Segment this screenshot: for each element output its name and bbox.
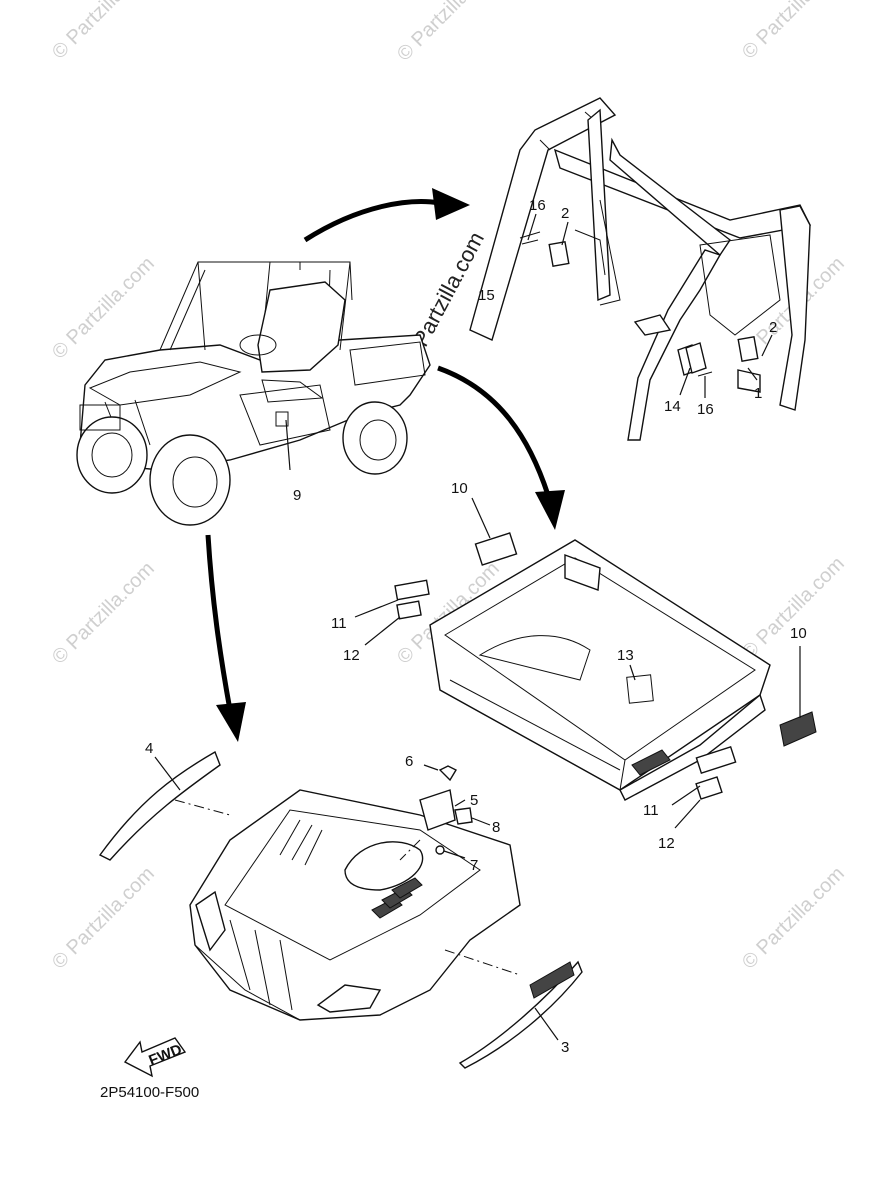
watermark: © Partzilla.com bbox=[738, 863, 849, 974]
callout-16: 16 bbox=[697, 401, 714, 418]
callout-13: 13 bbox=[617, 647, 634, 664]
callout-11: 11 bbox=[331, 615, 347, 632]
callout-16: 16 bbox=[529, 197, 546, 214]
decal-4-stripe bbox=[98, 750, 221, 861]
callout-2: 2 bbox=[561, 205, 569, 222]
callout-3: 3 bbox=[561, 1039, 569, 1056]
watermark: © Partzilla.com bbox=[48, 253, 159, 364]
callout-7: 7 bbox=[470, 857, 478, 874]
fwd-indicator: FWD bbox=[123, 1037, 187, 1078]
callout-12: 12 bbox=[343, 647, 360, 664]
callout-1: 1 bbox=[754, 385, 762, 402]
watermark: © Partzilla.com bbox=[738, 0, 849, 64]
callout-14: 14 bbox=[664, 398, 681, 415]
callout-4: 4 bbox=[145, 740, 153, 757]
watermark: © Partzilla.com bbox=[738, 553, 849, 664]
callout-12: 12 bbox=[658, 835, 675, 852]
callout-15: 15 bbox=[478, 287, 495, 304]
decal-10-top bbox=[474, 532, 518, 566]
callout-10: 10 bbox=[451, 480, 468, 497]
callout-10: 10 bbox=[790, 625, 807, 642]
leader-lines bbox=[154, 213, 801, 1041]
decal-12-left bbox=[396, 600, 422, 620]
hood-assembly bbox=[98, 750, 583, 1069]
watermark: © Partzilla.com bbox=[393, 0, 504, 66]
fwd-label: FWD bbox=[146, 1041, 184, 1070]
arrows bbox=[205, 188, 565, 742]
watermark: © Partzilla.com bbox=[48, 558, 159, 669]
callout-5: 5 bbox=[470, 792, 478, 809]
diagram-code: 2P54100-F500 bbox=[100, 1084, 199, 1101]
watermark: © Partzilla.com bbox=[48, 0, 159, 64]
decal-11-right bbox=[695, 745, 737, 775]
callout-8: 8 bbox=[492, 819, 500, 836]
decal-12-right bbox=[695, 776, 723, 800]
vehicle-illustration bbox=[76, 261, 431, 526]
callout-2: 2 bbox=[769, 319, 777, 336]
decal-2-right bbox=[737, 335, 759, 363]
callout-6: 6 bbox=[405, 753, 413, 770]
callout-9: 9 bbox=[293, 487, 301, 504]
decal-10-4x4 bbox=[779, 711, 817, 747]
roll-cage bbox=[469, 97, 812, 441]
cargo-bed bbox=[394, 532, 817, 801]
decal-2-left bbox=[548, 240, 570, 268]
callouts: 1 2 2 3 4 5 6 7 8 9 10 10 11 11 12 12 13… bbox=[145, 197, 807, 1056]
watermark: © Partzilla.com bbox=[48, 863, 159, 974]
callout-11: 11 bbox=[643, 802, 659, 819]
decal-11-left bbox=[394, 579, 430, 601]
